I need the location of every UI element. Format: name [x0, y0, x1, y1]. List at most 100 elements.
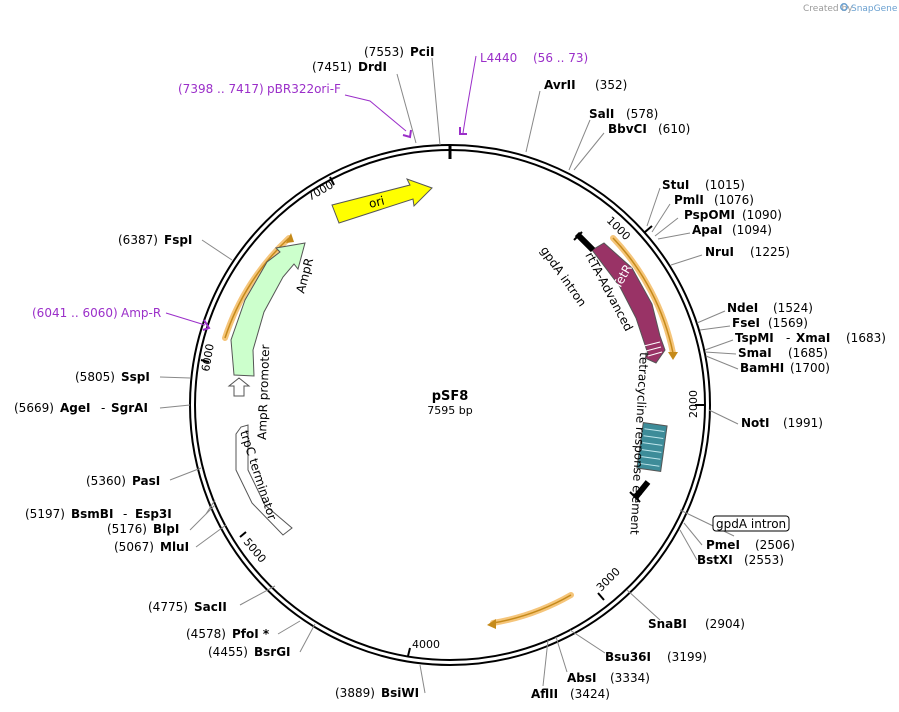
- site-bsu36i[interactable]: Bsu36I (3199): [605, 650, 707, 664]
- site-sali[interactable]: SalI (578): [589, 107, 658, 121]
- site-pfoi[interactable]: (4578) PfoI *: [186, 627, 270, 641]
- site-name: BbvCI: [608, 122, 647, 136]
- site-aflii[interactable]: AflII (3424): [531, 687, 610, 701]
- site-pcii[interactable]: (7553) PciI: [364, 45, 435, 59]
- site-ndei[interactable]: NdeI (1524): [727, 301, 813, 315]
- site-pos: (1225): [750, 245, 790, 259]
- site-agei[interactable]: (5669) AgeI - SgrAI: [14, 401, 148, 415]
- site-blpi[interactable]: (5176) BlpI: [107, 522, 179, 536]
- site-fspi[interactable]: (6387) FspI: [118, 233, 192, 247]
- site-pmei[interactable]: PmeI (2506): [706, 538, 795, 552]
- site-name: StuI: [662, 178, 689, 192]
- site-name: ApaI: [692, 223, 722, 237]
- primer-pbr322ori-f[interactable]: (7398 .. 7417) pBR322ori-F: [178, 82, 412, 139]
- site-sacii[interactable]: (4775) SacII: [148, 600, 227, 614]
- site-mlui[interactable]: (5067) MluI: [114, 540, 189, 554]
- gpda-intron-box-label: gpdA intron: [716, 517, 786, 531]
- primer-amp-r[interactable]: (6041 .. 6060) Amp-R: [32, 306, 211, 331]
- site-pos: (5067): [114, 540, 154, 554]
- feature-trpc-terminator[interactable]: trpC terminator: [235, 424, 293, 536]
- feature-gpda-intron-top[interactable]: [573, 231, 596, 253]
- tick-label-5000: 5000: [241, 536, 269, 566]
- site-bsmbi[interactable]: (5197) BsmBI - Esp3I: [25, 507, 172, 521]
- site-noti[interactable]: NotI (1991): [741, 416, 823, 430]
- tick-label-7000: 7000: [305, 178, 336, 203]
- site-apai[interactable]: ApaI (1094): [692, 223, 772, 237]
- site-pspomi[interactable]: PspOMI (1090): [684, 208, 782, 222]
- site-bsiwi[interactable]: (3889) BsiWI: [335, 686, 419, 700]
- primer-range: (6041 .. 6060): [32, 306, 118, 320]
- site-pos: (1090): [742, 208, 782, 222]
- feature-ampr-promoter[interactable]: AmpR promoter: [227, 344, 272, 440]
- site-pos: (5176): [107, 522, 147, 536]
- site-name: BsmBI: [71, 507, 113, 521]
- primer-l4440[interactable]: L4440 (56 .. 73): [459, 51, 588, 135]
- site-bamhi[interactable]: BamHI (1700): [740, 361, 830, 375]
- tre-hatch: [639, 428, 665, 467]
- site-pos: (7451): [312, 60, 352, 74]
- tick-3000: [597, 592, 605, 601]
- site-snabi[interactable]: SnaBI (2904): [648, 617, 745, 631]
- site-name: FspI: [164, 233, 192, 247]
- site-name: BsiWI: [381, 686, 419, 700]
- primer-amp-r-mark-icon: [202, 319, 211, 331]
- feature-rtetr[interactable]: rTetR: [591, 242, 666, 364]
- site-absi[interactable]: AbsI (3334): [567, 671, 650, 685]
- orf-bottom-line: [492, 594, 572, 624]
- site-stui[interactable]: StuI (1015): [662, 178, 745, 192]
- site-pos: (5805): [75, 370, 115, 384]
- site-pos: (3334): [610, 671, 650, 685]
- site-pos: (1094): [732, 223, 772, 237]
- feature-label-gpda-intron-box[interactable]: gpdA intron: [712, 515, 790, 532]
- orf-bottom-arrowhead-icon: [487, 619, 496, 629]
- site-name: NruI: [705, 245, 734, 259]
- tick-label-3000: 3000: [594, 565, 623, 594]
- site-fsei[interactable]: FseI (1569): [732, 316, 808, 330]
- feature-gpda-intron-bottom[interactable]: [629, 480, 651, 503]
- site-bstxi[interactable]: BstXI (2553): [697, 553, 784, 567]
- primer-name: pBR322ori-F: [267, 82, 341, 96]
- site-name-2: Esp3I: [135, 507, 172, 521]
- ampr-arrow[interactable]: [230, 242, 306, 377]
- tick-1000: [644, 225, 653, 233]
- rtetr-arrow[interactable]: [591, 242, 666, 364]
- site-smai[interactable]: SmaI (1685): [738, 346, 828, 360]
- site-pos: (1569): [768, 316, 808, 330]
- primer-pbr322-mark-icon: [402, 129, 412, 139]
- gpda-intron-top-bar[interactable]: [574, 231, 596, 253]
- site-sspi[interactable]: (5805) SspI: [75, 370, 150, 384]
- site-pos: (1685): [788, 346, 828, 360]
- gpda-intron-bottom-bar[interactable]: [632, 480, 651, 500]
- gpda-intron-bottom-cap: [629, 491, 641, 503]
- feature-label-ori: ori: [367, 194, 386, 211]
- primer-range: (56 .. 73): [533, 51, 588, 65]
- feature-label-gpda-intron-top: gpdA intron: [538, 244, 590, 309]
- gpda-intron-top-cap: [573, 231, 583, 241]
- site-avrii[interactable]: AvrII (352): [544, 78, 627, 92]
- site-name: TspMI: [735, 331, 774, 345]
- primer-amp-r-leader: [165, 312, 206, 326]
- site-bbvci[interactable]: BbvCI (610): [608, 122, 690, 136]
- feature-tetracycline-response-element[interactable]: tetracycline response element: [627, 352, 668, 535]
- site-drdi[interactable]: (7451) DrdI: [312, 60, 387, 74]
- trpc-terminator-arrow[interactable]: [235, 424, 293, 536]
- site-sep: -: [101, 401, 105, 415]
- primer-pbr322-leader: [344, 94, 407, 132]
- site-tspmi[interactable]: TspMI - XmaI (1683): [735, 331, 886, 345]
- site-nrui[interactable]: NruI (1225): [705, 245, 790, 259]
- feature-ori[interactable]: ori: [331, 178, 433, 224]
- site-pos: (4775): [148, 600, 188, 614]
- feature-ampr[interactable]: AmpR: [230, 242, 316, 377]
- ampr-promoter-arrow[interactable]: [227, 377, 251, 397]
- site-name: AgeI: [60, 401, 90, 415]
- site-name: BstXI: [697, 553, 733, 567]
- site-name: PspOMI: [684, 208, 735, 222]
- plasmid-length: 7595 bp: [427, 404, 472, 417]
- site-pmli[interactable]: PmlI (1076): [674, 193, 754, 207]
- orf-bottom-highlight: [490, 592, 574, 626]
- tick-7000: [329, 176, 335, 186]
- site-pasi[interactable]: (5360) PasI: [86, 474, 160, 488]
- ori-arrow[interactable]: [331, 178, 433, 224]
- site-bsrgi[interactable]: (4455) BsrGI: [208, 645, 291, 659]
